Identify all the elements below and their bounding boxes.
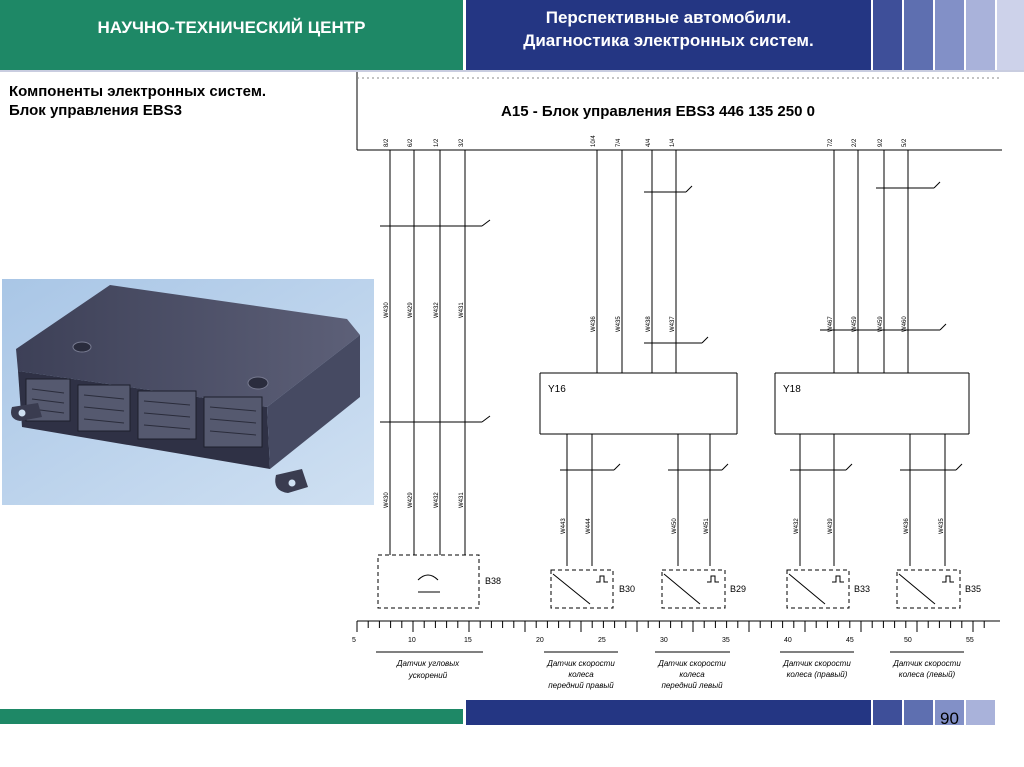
ruler-label: 10 <box>408 637 416 644</box>
wire-label: W435 <box>939 518 945 534</box>
ruler-label: 35 <box>722 637 730 644</box>
sensor-label: B30 <box>619 584 635 594</box>
pin-label: 7/4 <box>616 138 622 147</box>
caption-line: Датчик угловых <box>396 659 460 668</box>
valve-label: Y18 <box>783 384 801 395</box>
sensor-label: B35 <box>965 584 981 594</box>
course-title-line2: Диагностика электронных систем. <box>523 31 814 50</box>
caption-line: колеса <box>679 670 705 679</box>
page-number: 90 <box>940 709 959 728</box>
pin-label: 6/2 <box>408 138 414 147</box>
ruler-label: 45 <box>846 637 854 644</box>
pin-label: 1/2 <box>434 138 440 147</box>
header-divider <box>0 70 1024 72</box>
valve-label: Y16 <box>548 384 566 395</box>
pin-label: 8/2 <box>384 138 390 147</box>
pin-label: 1/4 <box>670 138 676 147</box>
wire-label: W431 <box>459 302 465 318</box>
ruler-label: 5 <box>352 637 356 644</box>
pin-label: 4/4 <box>646 138 652 147</box>
pin-label: 3/2 <box>459 138 465 147</box>
footer-stripe <box>873 700 902 725</box>
wire-label: W451 <box>704 518 710 534</box>
wire-label: W431 <box>459 492 465 508</box>
slide-subtitle: Компоненты электронных систем. Блок упра… <box>9 82 266 120</box>
caption-line: Датчик скорости <box>892 659 961 668</box>
wire-label: W438 <box>646 316 652 332</box>
subtitle-line2: Блок управления EBS3 <box>9 102 182 119</box>
pin-label: 10/4 <box>591 135 597 147</box>
wire-label: W436 <box>904 518 910 534</box>
ruler-label: 40 <box>784 637 792 644</box>
wire-label: W460 <box>902 316 908 332</box>
ruler-label: 25 <box>598 637 606 644</box>
ruler-label: 20 <box>536 637 544 644</box>
sensor-label: B29 <box>730 584 746 594</box>
wiring-diagram: A15 - Блок управления EBS3 446 135 250 0… <box>352 72 1002 690</box>
wire-label: W429 <box>408 302 414 318</box>
wire-label: W459 <box>852 316 858 332</box>
wire-label: W432 <box>434 302 440 318</box>
wire-label: W430 <box>384 302 390 318</box>
ruler-label: 15 <box>464 637 472 644</box>
footer-stripe <box>966 700 995 725</box>
caption-line: передний левый <box>661 681 723 690</box>
wire-label: W444 <box>586 518 592 534</box>
footer-stripe <box>904 700 933 725</box>
footer-stripe <box>935 700 964 725</box>
wire-label: W436 <box>591 316 597 332</box>
wire-label: W437 <box>670 316 676 332</box>
header-org-bar: НАУЧНО-ТЕХНИЧЕСКИЙ ЦЕНТР <box>0 0 463 70</box>
caption-line: колеса (правый) <box>787 670 848 679</box>
wire-label: W435 <box>616 316 622 332</box>
org-title: НАУЧНО-ТЕХНИЧЕСКИЙ ЦЕНТР <box>97 18 366 37</box>
wire-label: W439 <box>828 518 834 534</box>
sensor-label: B38 <box>485 576 501 586</box>
wire-label: W432 <box>434 492 440 508</box>
header-course-bar: Перспективные автомобили. Диагностика эл… <box>466 0 871 70</box>
sensor-label: B33 <box>854 584 870 594</box>
caption-line: передний правый <box>548 681 614 690</box>
footer-blue-bar <box>466 700 871 725</box>
header-stripe <box>966 0 995 70</box>
ruler-label: 55 <box>966 637 974 644</box>
caption-line: колеса (левый) <box>899 670 956 679</box>
wire-label: W450 <box>672 518 678 534</box>
pin-label: 9/2 <box>878 138 884 147</box>
wire-label: W430 <box>384 492 390 508</box>
caption-line: Датчик скорости <box>546 659 615 668</box>
header-stripe <box>935 0 964 70</box>
wire-label: W459 <box>878 316 884 332</box>
pin-label: 7/2 <box>828 138 834 147</box>
footer-green-bar <box>0 709 463 724</box>
caption-line: Датчик скорости <box>782 659 851 668</box>
ruler-label: 50 <box>904 637 912 644</box>
pin-label: 2/2 <box>852 138 858 147</box>
pin-label: 5/2 <box>902 138 908 147</box>
header-stripe <box>904 0 933 70</box>
caption-line: ускорений <box>408 671 448 680</box>
course-title-line1: Перспективные автомобили. <box>545 8 792 27</box>
caption-line: Датчик скорости <box>657 659 726 668</box>
ruler-label: 30 <box>660 637 668 644</box>
header-stripe <box>873 0 902 70</box>
wire-label: W429 <box>408 492 414 508</box>
unit-title: A15 - Блок управления EBS3 446 135 250 0 <box>501 103 815 120</box>
wire-label: W467 <box>828 316 834 332</box>
caption-line: колеса <box>568 670 594 679</box>
wire-label: W432 <box>794 518 800 534</box>
ecu-photo <box>2 279 374 505</box>
wire-label: W443 <box>561 518 567 534</box>
subtitle-line1: Компоненты электронных систем. <box>9 83 267 100</box>
header-stripe <box>997 0 1024 70</box>
